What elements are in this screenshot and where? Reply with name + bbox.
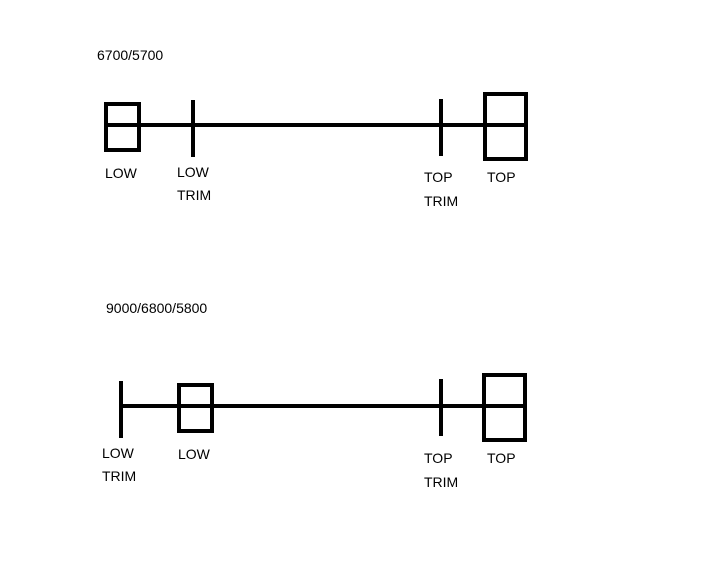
top-trim-label-line2: TRIM <box>424 474 458 490</box>
top-box <box>483 92 528 161</box>
low-label: LOW <box>178 446 211 462</box>
low-trim-label-line2: TRIM <box>102 468 136 484</box>
top-trim-label-line1: TOP <box>424 169 453 185</box>
diagram-6700-5700: 6700/5700 LOW LOW TRIM TOP TRIM TOP <box>97 47 528 209</box>
top-label: TOP <box>487 169 516 185</box>
low-label: LOW <box>105 165 138 181</box>
top-label: TOP <box>487 450 516 466</box>
low-box <box>104 102 141 152</box>
low-trim-label-line2: TRIM <box>177 187 211 203</box>
low-box <box>177 383 214 433</box>
low-trim-label-line1: LOW <box>177 164 210 180</box>
low-trim-label-line1: LOW <box>102 445 135 461</box>
top-trim-label-line1: TOP <box>424 450 453 466</box>
top-box <box>482 373 527 442</box>
top-trim-label-line2: TRIM <box>424 193 458 209</box>
diagram-title: 9000/6800/5800 <box>106 300 207 316</box>
diagram-title: 6700/5700 <box>97 47 163 63</box>
diagram-9000-6800-5800: 9000/6800/5800 LOW TRIM LOW TOP TRIM TOP <box>102 300 527 490</box>
